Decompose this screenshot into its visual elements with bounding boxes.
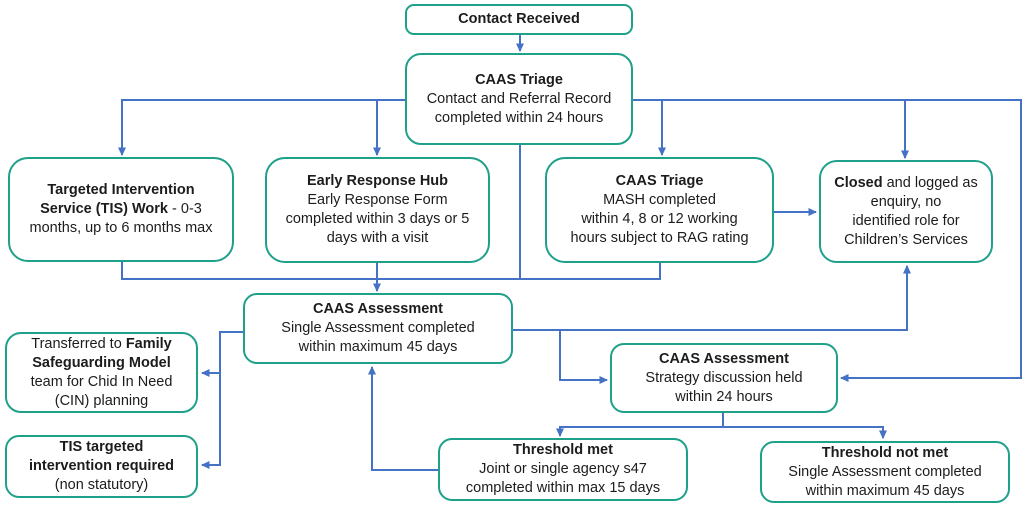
- node-text-line: Contact and Referral Record: [426, 90, 612, 107]
- node-text-line: CAAS Triage: [475, 71, 563, 88]
- node-text-line: Single Assessment completed: [788, 463, 982, 480]
- connector-assessment-to-tis-targeted: [201, 331, 243, 469]
- node-text-line: within 24 hours: [675, 388, 773, 405]
- node-text-line: hours subject to RAG rating: [570, 230, 749, 246]
- node-text-line: Threshold met: [513, 442, 613, 458]
- node-tis-targeted: TIS targeted intervention required (non st…: [5, 435, 198, 498]
- node-text-line: Targeted Intervention: [47, 182, 195, 198]
- node-text-line: within maximum 45 days: [298, 339, 458, 355]
- connector-threshold-met-to-assessment: [368, 366, 438, 471]
- node-text-line: Early Response Form: [307, 192, 448, 208]
- connector-strategy-to-threshold-met: [556, 426, 723, 437]
- node-text-line: CAAS Assessment: [658, 350, 789, 367]
- connector-triage-right-to-strategy: [633, 99, 1022, 382]
- connector-strategy-to-threshold-not-met: [723, 426, 887, 439]
- node-text-line: Service (TIS) Work - 0-3: [40, 201, 202, 217]
- node-text-line: CAAS Triage: [615, 173, 704, 189]
- node-text-line: Closed and logged as: [834, 174, 978, 191]
- connector-assessment-to-closed: [513, 265, 911, 331]
- connectors: [118, 35, 1022, 471]
- node-text-line: MASH completed: [603, 192, 716, 208]
- node-text-line: Threshold not met: [821, 444, 949, 461]
- node-text-line: team for Chid In Need: [30, 373, 173, 390]
- node-text-line: within 4, 8 or 12 working: [581, 211, 738, 227]
- node-contact-received: Contact Received: [405, 4, 633, 35]
- node-text-line: months, up to 6 months max: [29, 220, 213, 236]
- node-text-line: (CIN) planning: [54, 392, 149, 409]
- node-text-line: intervention required: [28, 458, 175, 474]
- node-closed-enquiry: Closed and logged as enquiry, no identifie…: [819, 160, 993, 263]
- connector-under-row-bus: [121, 262, 661, 280]
- node-text-line: Single Assessment completed: [281, 320, 475, 336]
- node-text-line: CAAS Assessment: [312, 301, 443, 317]
- node-text-line: completed within max 15 days: [465, 480, 661, 496]
- node-text-line: identified role for: [852, 212, 960, 229]
- node-text-line: Transferred to Family: [31, 335, 172, 352]
- node-text-line: Early Response Hub: [306, 173, 448, 189]
- node-text-line: completed within 24 hours: [434, 109, 604, 126]
- node-text-line: completed within 3 days or 5: [285, 211, 470, 227]
- node-text-line: days with a visit: [326, 230, 429, 246]
- connector-triage-to-tis-work: [118, 99, 405, 156]
- node-text-line: Safeguarding Model: [32, 354, 171, 371]
- node-text-line: (non statutory): [54, 477, 149, 493]
- node-text-line: Children’s Services: [844, 231, 968, 248]
- node-text-line: Contact Received: [458, 11, 580, 27]
- node-text-line: within maximum 45 days: [805, 482, 965, 499]
- node-text-line: TIS targeted: [59, 439, 144, 455]
- connector-assessment-to-strategy: [559, 330, 608, 384]
- node-text-line: Strategy discussion held: [645, 369, 803, 386]
- node-text-line: enquiry, no: [870, 193, 942, 210]
- node-text-line: Joint or single agency s47: [479, 461, 647, 477]
